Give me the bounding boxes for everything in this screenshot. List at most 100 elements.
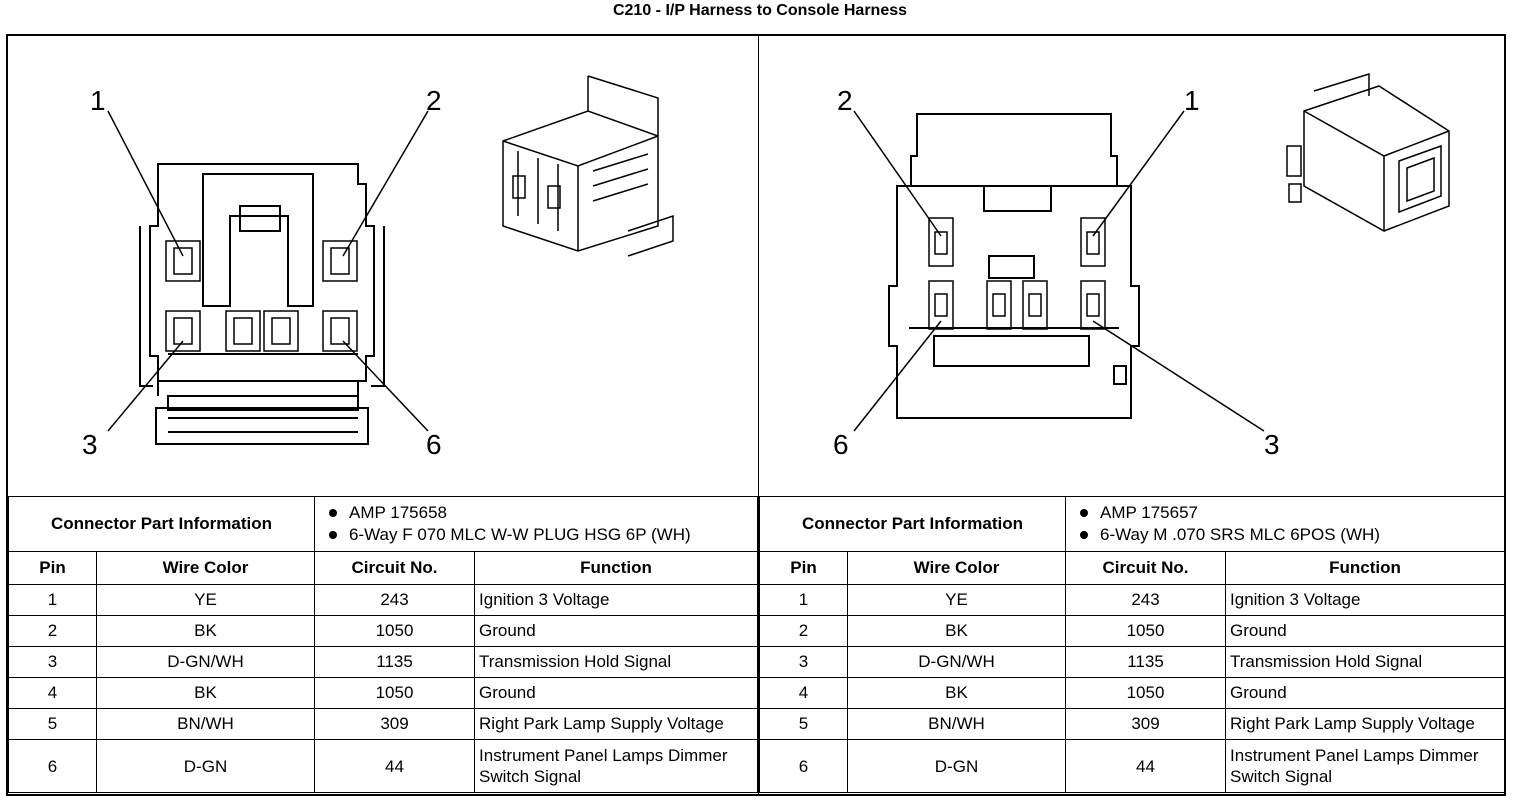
- table-cell: 5: [8, 708, 97, 740]
- table-cell: 243: [314, 584, 476, 616]
- left-callout-1: 1: [90, 85, 106, 116]
- table-cell: Ground: [1225, 677, 1505, 709]
- table-cell: BK: [95, 615, 316, 647]
- left-pin-table: Connector Part Information AMP 175658 6-…: [7, 496, 758, 793]
- right-callout-2: 2: [837, 85, 853, 116]
- table-cell: 2: [759, 615, 848, 647]
- table-cell: Instrument Panel Lamps Dimmer Switch Sig…: [1225, 739, 1505, 793]
- header-function: Function: [474, 551, 758, 585]
- table-cell: Ignition 3 Voltage: [474, 584, 758, 616]
- right-pin-cavities: [928, 217, 1106, 330]
- table-cell: BK: [846, 677, 1067, 709]
- table-cell: 44: [1065, 739, 1227, 793]
- bullet-icon: [329, 530, 338, 539]
- table-cell: 3: [8, 646, 97, 678]
- right-callout-6: 6: [833, 429, 849, 460]
- left-part-info-item: 6-Way F 070 MLC W-W PLUG HSG 6P (WH): [319, 524, 753, 546]
- table-cell: 44: [314, 739, 476, 793]
- table-cell: 1050: [314, 615, 476, 647]
- table-cell: Transmission Hold Signal: [474, 646, 758, 678]
- table-cell: YE: [846, 584, 1067, 616]
- left-callout-6: 6: [426, 429, 442, 460]
- bullet-icon: [1080, 508, 1089, 517]
- table-cell: BK: [846, 615, 1067, 647]
- table-cell: Ground: [474, 615, 758, 647]
- table-cell: 1: [8, 584, 97, 616]
- table-cell: 3: [759, 646, 848, 678]
- page-title: C210 - I/P Harness to Console Harness: [612, 2, 908, 19]
- table-cell: Right Park Lamp Supply Voltage: [1225, 708, 1505, 740]
- table-cell: D-GN: [846, 739, 1067, 793]
- right-callout-3: 3: [1264, 429, 1280, 460]
- right-pin-table: Connector Part Information AMP 175657 6-…: [758, 496, 1505, 793]
- header-circuit: Circuit No.: [314, 551, 476, 585]
- table-cell: 1050: [314, 677, 476, 709]
- table-cell: BK: [95, 677, 316, 709]
- table-cell: 1050: [1065, 677, 1227, 709]
- right-connector-illustration: 2 1 6 3: [759, 36, 1505, 496]
- table-cell: 309: [1065, 708, 1227, 740]
- right-part-info-item: 6-Way M .070 SRS MLC 6POS (WH): [1070, 524, 1500, 546]
- table-cell: 243: [1065, 584, 1227, 616]
- header-wire-color: Wire Color: [95, 551, 316, 585]
- table-cell: 1: [759, 584, 848, 616]
- table-cell: BN/WH: [846, 708, 1067, 740]
- table-cell: Transmission Hold Signal: [1225, 646, 1505, 678]
- right-isometric-view: [1286, 72, 1450, 232]
- table-cell: BN/WH: [95, 708, 316, 740]
- table-cell: YE: [95, 584, 316, 616]
- left-leader-lines: [107, 110, 429, 432]
- left-part-info-label: Connector Part Information: [7, 496, 316, 552]
- table-cell: Ground: [1225, 615, 1505, 647]
- header-pin: Pin: [8, 551, 97, 585]
- table-cell: Ignition 3 Voltage: [1225, 584, 1505, 616]
- table-cell: 1050: [1065, 615, 1227, 647]
- right-part-info-label: Connector Part Information: [758, 496, 1067, 552]
- right-callout-1: 1: [1184, 85, 1200, 116]
- header-function: Function: [1225, 551, 1505, 585]
- right-part-info: AMP 175657 6-Way M .070 SRS MLC 6POS (WH…: [1065, 496, 1505, 552]
- table-cell: D-GN/WH: [95, 646, 316, 678]
- header-wire-color: Wire Color: [846, 551, 1067, 585]
- right-leader-lines: [853, 110, 1265, 432]
- table-cell: Right Park Lamp Supply Voltage: [474, 708, 758, 740]
- bullet-icon: [329, 508, 338, 517]
- table-cell: 1135: [314, 646, 476, 678]
- table-cell: 6: [759, 739, 848, 793]
- table-cell: 6: [8, 739, 97, 793]
- right-connector-panel: 2 1 6 3 Connect: [758, 36, 1505, 794]
- left-connector-panel: 1 2 3 6: [7, 36, 758, 794]
- part-info-text: AMP 175657: [1100, 503, 1198, 522]
- table-cell: D-GN: [95, 739, 316, 793]
- table-cell: 309: [314, 708, 476, 740]
- left-callout-2: 2: [426, 85, 442, 116]
- connector-frame: 1 2 3 6: [6, 34, 1506, 796]
- header-pin: Pin: [759, 551, 848, 585]
- table-cell: Ground: [474, 677, 758, 709]
- table-cell: D-GN/WH: [846, 646, 1067, 678]
- part-info-text: 6-Way F 070 MLC W-W PLUG HSG 6P (WH): [349, 525, 691, 544]
- left-part-info: AMP 175658 6-Way F 070 MLC W-W PLUG HSG …: [314, 496, 758, 552]
- right-connector-face: [888, 113, 1140, 419]
- table-cell: 4: [759, 677, 848, 709]
- left-callout-3: 3: [82, 429, 98, 460]
- table-cell: 2: [8, 615, 97, 647]
- right-part-info-item: AMP 175657: [1070, 502, 1500, 524]
- left-part-info-item: AMP 175658: [319, 502, 753, 524]
- left-isometric-view: [502, 75, 674, 257]
- table-cell: 1135: [1065, 646, 1227, 678]
- table-cell: 5: [759, 708, 848, 740]
- left-connector-illustration: 1 2 3 6: [8, 36, 758, 496]
- table-cell: Instrument Panel Lamps Dimmer Switch Sig…: [474, 739, 758, 793]
